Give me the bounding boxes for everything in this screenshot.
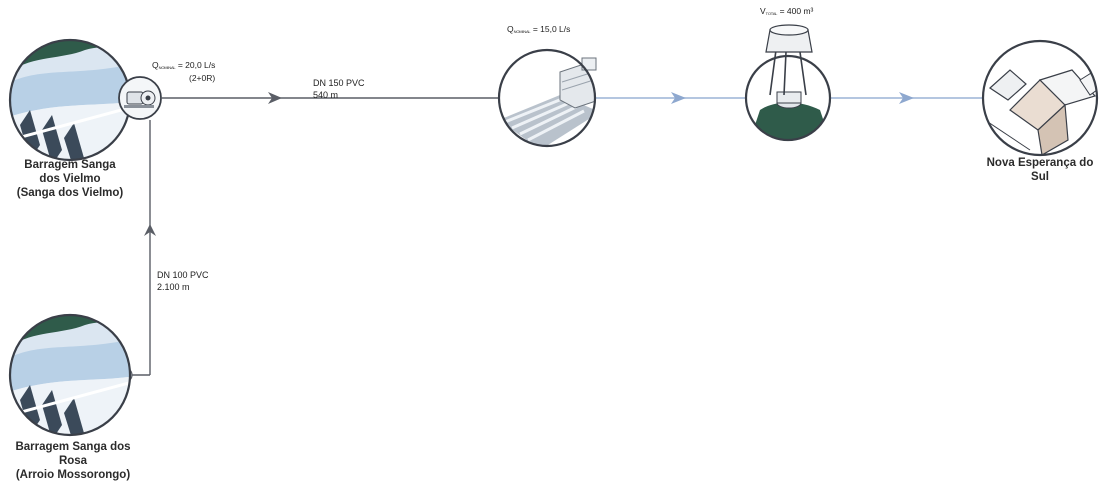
treatment-flow-symbol: Q <box>507 24 514 34</box>
pump-icon <box>118 76 162 120</box>
city-line-2: Sul <box>1031 171 1049 183</box>
dam-vielmo-label: Barragem Sanga dos Vielmo (Sanga dos Vie… <box>0 158 140 200</box>
treatment-flow-label: QNOMINAL = 15,0 L/s <box>507 24 570 34</box>
treatment-flow-sub: NOMINAL <box>513 29 531 34</box>
dam-rosa-label: Barragem Sanga dos Rosa (Arroio Mossoron… <box>0 440 148 482</box>
water-tower-icon <box>744 24 832 142</box>
pipe-main-label: DN 150 PVC 540 m <box>313 77 365 101</box>
arrow-up-icon <box>144 224 156 236</box>
pipe-branch-diameter: DN 100 PVC <box>157 270 209 280</box>
pump-config-label: (2+0R) <box>189 73 215 83</box>
dam-rosa-line-1: Barragem Sanga dos <box>15 441 131 453</box>
dam-vielmo-line-1: Barragem Sanga <box>24 159 116 171</box>
pump-flow-value: = 20,0 L/s <box>177 60 216 70</box>
pipe-branch-length: 2.100 m <box>157 282 190 292</box>
pipe-main-diameter: DN 150 PVC <box>313 78 365 88</box>
treatment-plant-icon <box>497 48 597 148</box>
pipe-branch-label: DN 100 PVC 2.100 m <box>157 269 209 293</box>
city-line-1: Nova Esperança do <box>986 157 1094 169</box>
pump-config-value: (2+0R) <box>189 73 216 83</box>
arrow-right-icon <box>268 92 282 104</box>
city-houses-icon <box>981 39 1099 157</box>
dam-vielmo-line-3: (Sanga dos Vielmo) <box>16 187 124 199</box>
dam-vielmo-line-2: dos Vielmo <box>39 173 101 185</box>
arrow-right-blue-icon <box>671 92 686 104</box>
dam-rosa-line-2: Rosa <box>58 455 88 467</box>
dam-icon-2 <box>8 313 132 437</box>
reservoir-vol-symbol: V <box>760 6 766 16</box>
pump-flow-symbol: Q <box>152 60 159 70</box>
dam-rosa-line-3: (Arroio Mossorongo) <box>15 469 131 481</box>
pump-flow-label: QNOMINAL = 20,0 L/s <box>152 60 215 70</box>
city-label: Nova Esperança do Sul <box>966 156 1108 184</box>
treatment-flow-value: = 15,0 L/s <box>532 24 571 34</box>
pump-flow-sub: NOMINAL <box>158 65 176 70</box>
reservoir-volume-label: VTOTAL = 400 m³ <box>760 6 813 16</box>
reservoir-vol-value: = 400 m³ <box>779 6 814 16</box>
pipe-main-length: 540 m <box>313 90 339 100</box>
reservoir-vol-sub: TOTAL <box>765 11 778 16</box>
arrow-right-blue-icon-2 <box>899 92 914 104</box>
